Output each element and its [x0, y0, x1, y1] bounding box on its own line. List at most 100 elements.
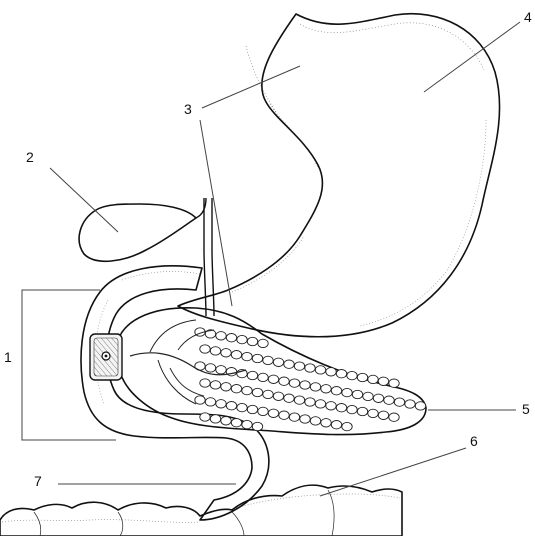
pancreas-lobule — [326, 368, 336, 376]
pancreas-lobule — [258, 339, 268, 347]
pancreas-lobule — [305, 398, 315, 406]
label-5: 5 — [522, 401, 530, 417]
pancreas-lobule — [357, 373, 367, 381]
pancreas-lobule — [237, 403, 247, 411]
labels: 1 2 3 4 5 6 7 — [4, 9, 532, 489]
pancreas-lobule — [247, 405, 257, 413]
label-3: 3 — [184, 101, 192, 117]
pancreas-lobule — [347, 371, 357, 379]
pancreas-lobule — [347, 405, 357, 413]
pancreas-lobule — [284, 360, 294, 368]
pancreas-lobule — [315, 400, 325, 408]
pancreas-lobule — [336, 370, 346, 378]
pancreas-lobule — [221, 383, 231, 391]
pancreas-lobule — [389, 413, 399, 421]
pancreas-lobules — [195, 328, 426, 431]
pancreas-lobule — [310, 383, 320, 391]
pancreas-lobule — [252, 388, 262, 396]
pancreas-lobule — [205, 364, 215, 372]
pancreas-lobule — [263, 356, 273, 364]
pancreas-lobule — [242, 386, 252, 394]
pancreas-lobule — [200, 379, 210, 387]
pancreas-lobule — [263, 390, 273, 398]
label-7: 7 — [34, 473, 42, 489]
pancreas-lobule — [331, 387, 341, 395]
pancreas-lobule — [284, 394, 294, 402]
pancreas-lobule — [378, 377, 388, 385]
pancreas-lobule — [258, 407, 268, 415]
pancreas-lobule — [342, 422, 352, 430]
pancreas-lobule — [231, 385, 241, 393]
pancreas-lobule — [279, 377, 289, 385]
pancreas-lobule — [252, 422, 262, 430]
pancreas-lobule — [242, 352, 252, 360]
label-6: 6 — [470, 433, 478, 449]
pancreas-lobule — [373, 394, 383, 402]
pancreas-lobule — [389, 379, 399, 387]
pancreas-lobule — [300, 415, 310, 423]
label-2: 2 — [26, 149, 34, 165]
pancreas-lobule — [294, 362, 304, 370]
pancreas-lobule — [310, 417, 320, 425]
pancreas-lobule — [247, 371, 257, 379]
label-1: 1 — [4, 349, 12, 365]
pancreas-lobule — [300, 381, 310, 389]
pancreas-lobule — [210, 347, 220, 355]
pancreas-lobule — [231, 351, 241, 359]
pancreas-lobule — [363, 392, 373, 400]
stomach — [178, 14, 500, 337]
pancreas-lobule — [315, 366, 325, 374]
pancreas-lobule — [252, 354, 262, 362]
pancreas-lobule — [357, 407, 367, 415]
pancreas-lobule — [200, 413, 210, 421]
pancreas-lobule — [336, 404, 346, 412]
pancreas-lobule — [305, 364, 315, 372]
pancreas-lobule — [200, 345, 210, 353]
pancreas-lobule — [258, 373, 268, 381]
pancreas-lobule — [294, 396, 304, 404]
small-intestine — [0, 485, 402, 536]
pancreas-lobule — [210, 415, 220, 423]
pancreas-lobule — [231, 419, 241, 427]
pancreas-lobule — [216, 366, 226, 374]
pancreas-lobule — [321, 419, 331, 427]
pancreas-lobule — [368, 375, 378, 383]
pancreas-lobule — [394, 398, 404, 406]
pancreas-lobule — [384, 396, 394, 404]
duodenum — [81, 266, 269, 520]
pancreas-lobule — [289, 413, 299, 421]
pancreas-lobule — [331, 421, 341, 429]
pancreas-lobule — [368, 409, 378, 417]
pancreas-lobule — [242, 420, 252, 428]
pancreas-lobule — [342, 388, 352, 396]
pancreas-lobule — [216, 400, 226, 408]
pancreas-lobule — [226, 334, 236, 342]
pancreas-lobule — [279, 411, 289, 419]
pancreas-lobule — [326, 402, 336, 410]
pancreas-lobule — [226, 402, 236, 410]
pancreas-lobule — [237, 335, 247, 343]
pancreas-lobule — [352, 390, 362, 398]
pancreas-lobule — [289, 379, 299, 387]
pancreas-lobule — [268, 409, 278, 417]
pancreas-lobule — [321, 385, 331, 393]
pancreas-lobule — [415, 402, 425, 410]
leader-3a — [202, 66, 300, 108]
pancreas-lobule — [273, 358, 283, 366]
pancreas-lobule — [216, 332, 226, 340]
pancreas-lobule — [405, 400, 415, 408]
label-4: 4 — [524, 9, 532, 25]
pancreas-lobule — [205, 398, 215, 406]
pancreas-lobule — [378, 411, 388, 419]
leader-4 — [424, 22, 520, 92]
pancreas-lobule — [210, 381, 220, 389]
pancreas-lobule — [268, 375, 278, 383]
pancreas-lobule — [247, 337, 257, 345]
pancreas-lobule — [221, 417, 231, 425]
ampulla-window — [90, 334, 122, 380]
pancreas-lobule — [273, 392, 283, 400]
pancreas-lobule — [221, 349, 231, 357]
pancreas-lobule — [195, 396, 205, 404]
